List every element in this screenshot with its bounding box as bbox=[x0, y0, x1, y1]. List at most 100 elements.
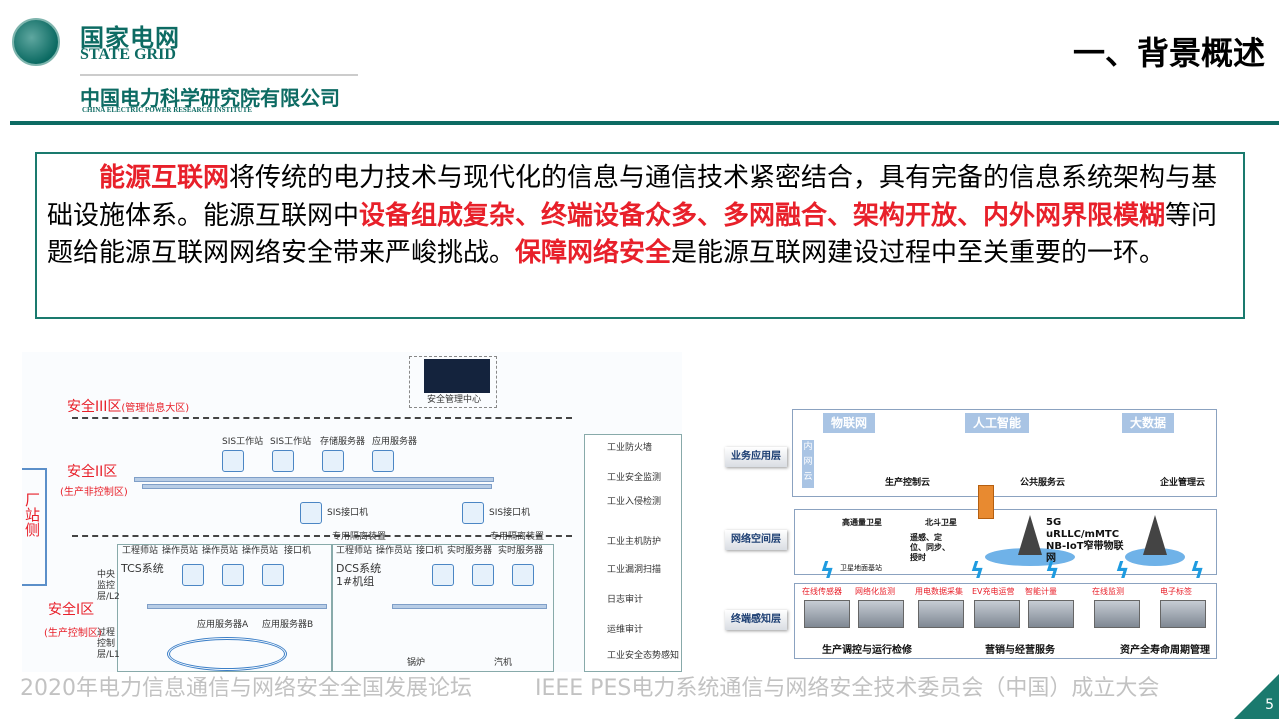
terminal-label: EV充电运营 bbox=[972, 587, 1015, 596]
highlight-security: 保障网络安全 bbox=[515, 238, 672, 268]
node-label: 存储服务器 bbox=[320, 437, 366, 447]
workstation-icon bbox=[272, 450, 294, 472]
cell-tower-icon bbox=[1143, 515, 1167, 555]
security-center-label: 安全管理中心 bbox=[427, 395, 482, 405]
zone2-bus-2 bbox=[142, 484, 492, 489]
node-label: 专用隔离装置 bbox=[490, 532, 545, 542]
group-asset: 资产全寿命周期管理 bbox=[1120, 645, 1210, 656]
server-icon bbox=[512, 564, 534, 586]
node-label: 操作员站 bbox=[242, 546, 279, 556]
substation-photo bbox=[804, 600, 850, 628]
zone2-label: 安全II区 bbox=[67, 464, 118, 480]
legend-item: 工业安全态势感知 bbox=[607, 651, 680, 661]
highlight-energy-internet: 能源互联网 bbox=[99, 163, 230, 193]
ev-charging-photo bbox=[974, 600, 1020, 628]
level1-label: 过程控制层/L1 bbox=[97, 628, 120, 660]
institute-en: CHINA ELECTRIC POWER RESEARCH INSTITUTE bbox=[82, 106, 252, 114]
layer-terminal: 终端感知层 bbox=[725, 610, 787, 630]
header-bar bbox=[10, 121, 1279, 125]
legend-item: 运维审计 bbox=[607, 625, 644, 635]
node-label: 操作员站 bbox=[202, 546, 239, 556]
intro-textbox: 能源互联网将传统的电力技术与现代化的信息与通信技术紧密结合，具有完备的信息系统架… bbox=[35, 152, 1245, 319]
node-label: 操作员站 bbox=[162, 546, 199, 556]
terminal-label: 在线传感器 bbox=[802, 587, 842, 596]
node-label: 接口机 bbox=[416, 546, 444, 556]
terminal-label: 智能计量 bbox=[1025, 587, 1057, 596]
wireless-bolt-icon: ϟ bbox=[820, 559, 835, 584]
body-text-2: 等问题给能源互联网网络安全带来严峻挑战。 bbox=[47, 200, 1218, 269]
legend-item: 日志审计 bbox=[607, 595, 644, 605]
sensor-photo bbox=[858, 600, 904, 628]
zone3-boundary bbox=[72, 417, 572, 419]
workstation-icon bbox=[222, 450, 244, 472]
satellite-functions: 遥感、定位、同步、授时 bbox=[910, 533, 950, 562]
node-label: 汽机 bbox=[494, 658, 513, 668]
terminal-label: 用电数据采集 bbox=[915, 587, 963, 596]
cell-network-icon bbox=[985, 548, 1075, 566]
legend-item: 工业防火墙 bbox=[607, 443, 653, 453]
logo-cn: 国家电网 bbox=[80, 24, 180, 52]
tcs-system-box bbox=[117, 544, 332, 672]
tcs-label: TCS系统 bbox=[121, 562, 164, 575]
dcs-label: DCS系统 1#机组 bbox=[336, 562, 382, 588]
state-grid-logo-icon bbox=[12, 18, 60, 66]
meter-photo bbox=[918, 600, 964, 628]
wireless-bolt-icon: ϟ bbox=[1115, 559, 1130, 584]
legend-item: 工业主机防护 bbox=[607, 537, 662, 547]
cloud-production: 生产控制云 bbox=[885, 478, 931, 488]
energy-internet-architecture-diagram: 业务应用层 网络空间层 终端感知层 物联网 人工智能 大数据 内网云 生产控制云… bbox=[720, 405, 1225, 665]
body-text-1: 将传统的电力技术与现代化的信息与通信技术紧密结合，具有完备的信息系统架构与基础设… bbox=[47, 163, 1218, 231]
node-label: 应用服务器A bbox=[197, 620, 249, 630]
workstation-icon bbox=[432, 564, 454, 586]
intranet-cloud-label: 内网云 bbox=[802, 440, 814, 488]
plant-security-diagram: 厂站侧 安全III区(管理信息大区) 安全II区 (生产非控制区) 安全I区 (… bbox=[22, 352, 682, 672]
group-production: 生产调控与运行检修 bbox=[822, 645, 912, 656]
zone1-sub: (生产控制区) bbox=[44, 628, 102, 639]
zone1-boundary bbox=[72, 535, 572, 537]
tag-iot: 物联网 bbox=[823, 413, 876, 433]
watermark: 2020年电力信息通信与网络安全全国发展论坛 bbox=[20, 676, 472, 701]
layer-business: 业务应用层 bbox=[725, 447, 787, 467]
terminal-label: 电子标签 bbox=[1160, 587, 1192, 596]
workstation-icon bbox=[222, 564, 244, 586]
workstation-icon bbox=[262, 564, 284, 586]
group-marketing: 营销与经营服务 bbox=[985, 645, 1055, 656]
logo-divider bbox=[80, 74, 358, 76]
monitoring-photo bbox=[1094, 600, 1140, 628]
workstation-icon bbox=[300, 502, 322, 524]
node-label: 专用隔离装置 bbox=[332, 532, 387, 542]
watermark: IEEE PES电力系统通信与网络安全技术委员会（中国）成立大会 bbox=[535, 676, 1160, 701]
node-label: 应用服务器B bbox=[262, 620, 314, 630]
smart-meter-photo bbox=[1028, 600, 1074, 628]
server-icon bbox=[472, 564, 494, 586]
workstation-icon bbox=[462, 502, 484, 524]
wireless-bolt-icon: ϟ bbox=[1045, 559, 1060, 584]
node-label: SIS接口机 bbox=[327, 508, 369, 518]
node-label: 接口机 bbox=[284, 546, 312, 556]
side-label-box: 厂站侧 bbox=[22, 468, 47, 586]
monitor-screen-icon bbox=[424, 359, 490, 393]
satellite-label: 高通量卫星 bbox=[842, 518, 882, 527]
node-label: 工程师站 bbox=[122, 546, 159, 556]
wireless-bolt-icon: ϟ bbox=[970, 559, 985, 584]
cell-network-icon bbox=[1125, 548, 1185, 566]
legend-item: 工业漏洞扫描 bbox=[607, 565, 662, 575]
ground-station-label: 卫星地面基站 bbox=[840, 564, 882, 572]
zone2-bus bbox=[134, 477, 494, 482]
node-label: 操作员站 bbox=[376, 546, 413, 556]
node-label: SIS工作站 bbox=[270, 437, 312, 447]
node-label: 实时服务器 bbox=[498, 546, 544, 556]
node-label: 实时服务器 bbox=[447, 546, 493, 556]
legend-item: 工业安全监测 bbox=[607, 473, 662, 483]
node-label: 锅炉 bbox=[407, 658, 426, 668]
server-icon bbox=[322, 450, 344, 472]
network-label: 5G uRLLC/mMTC NB-IoT窄带物联网 bbox=[1046, 517, 1124, 564]
firewall-icon bbox=[978, 485, 994, 519]
rfid-photo bbox=[1160, 600, 1206, 628]
wireless-bolt-icon: ϟ bbox=[1190, 559, 1205, 584]
slide-title: 一、背景概述 bbox=[1072, 34, 1265, 72]
dcs-bus bbox=[392, 604, 547, 609]
page-number: 5 bbox=[1265, 697, 1274, 713]
legend-box: 工业防火墙 工业安全监测 工业入侵检测 工业主机防护 工业漏洞扫描 日志审计 运… bbox=[584, 434, 682, 672]
server-icon bbox=[372, 450, 394, 472]
